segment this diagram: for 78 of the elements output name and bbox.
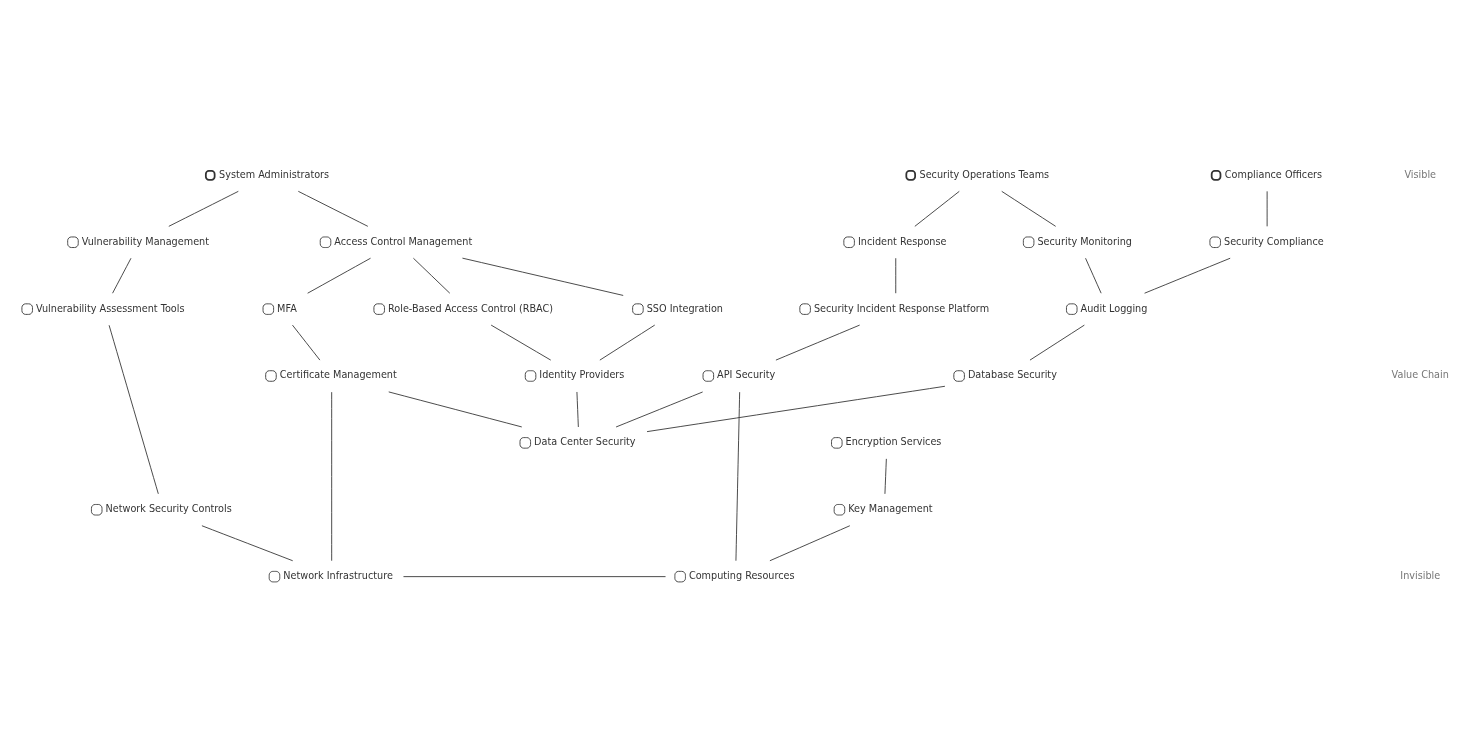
node-circle <box>67 236 79 248</box>
connector <box>490 324 552 361</box>
node-label: Vulnerability Management <box>81 235 210 247</box>
node-label: Certificate Management <box>279 369 397 381</box>
connector <box>412 257 451 294</box>
node-circle <box>519 437 531 449</box>
label: Visible <box>1404 168 1437 180</box>
node-label: MFA <box>277 302 297 314</box>
node-circle <box>953 370 965 382</box>
node-label: Compliance Officers <box>1224 168 1323 180</box>
node-person <box>905 170 916 181</box>
connector <box>884 458 887 495</box>
node-label: Data Center Security <box>534 436 636 448</box>
connector <box>403 576 666 578</box>
connector <box>1144 257 1231 294</box>
connector <box>1085 257 1102 294</box>
node-circle <box>674 570 686 583</box>
node-label: System Administrators <box>219 168 330 180</box>
node-label: Network Security Controls <box>105 503 232 515</box>
node-person <box>204 170 216 181</box>
connector <box>297 190 369 227</box>
node-circle <box>702 370 715 382</box>
node-circle <box>524 370 537 382</box>
node-circle <box>21 303 33 315</box>
node-label: Network Infrastructure <box>283 570 393 582</box>
node-label: Security Operations Teams <box>919 168 1050 180</box>
node-label: Key Management <box>848 503 933 515</box>
label: Value Chain <box>1391 369 1449 381</box>
node-label: Encryption Services <box>845 436 942 448</box>
connector <box>112 257 132 294</box>
node-circle <box>265 370 277 382</box>
node-circle <box>319 236 332 248</box>
node-circle <box>1209 236 1221 248</box>
connector <box>201 525 294 562</box>
node-label: Security Monitoring <box>1037 235 1132 247</box>
node-label: Security Compliance <box>1224 235 1324 247</box>
connector <box>576 391 579 428</box>
connector <box>292 324 321 361</box>
node-label: Database Security <box>967 369 1057 381</box>
node-circle <box>843 236 855 248</box>
node-circle <box>799 303 811 315</box>
node-circle <box>833 504 846 516</box>
node-circle <box>1022 236 1035 248</box>
connector <box>388 391 523 428</box>
node-label: Identity Providers <box>539 369 625 381</box>
node-label: API Security <box>717 369 776 381</box>
connector <box>1029 324 1085 361</box>
connector <box>769 525 851 562</box>
node-circle <box>1066 303 1078 315</box>
node-circle <box>373 303 385 315</box>
node-circle <box>91 504 103 516</box>
node-label: Vulnerability Assessment Tools <box>36 302 185 314</box>
node-label: SSO Integration <box>646 302 723 314</box>
connector <box>331 391 333 562</box>
connector <box>108 324 159 495</box>
connector <box>462 257 624 296</box>
connector <box>895 257 897 294</box>
connector <box>1001 190 1057 227</box>
connector <box>775 324 861 361</box>
node-label: Security Incident Response Platform <box>813 302 990 314</box>
connector <box>307 257 371 294</box>
node-label: Computing Resources <box>688 570 795 582</box>
connector <box>599 324 656 361</box>
node-label: Incident Response <box>857 235 947 247</box>
connector <box>168 190 239 227</box>
node-person <box>1210 170 1222 181</box>
node-label: Access Control Management <box>334 235 473 247</box>
connector <box>615 391 704 428</box>
connector <box>646 385 946 433</box>
connector <box>914 190 960 227</box>
node-circle <box>262 303 275 315</box>
connector <box>735 391 741 562</box>
node-label: Audit Logging <box>1080 302 1148 314</box>
node-circle <box>632 303 644 315</box>
node-circle <box>831 437 843 449</box>
node-circle <box>268 570 281 583</box>
node-label: Role-Based Access Control (RBAC) <box>388 302 554 314</box>
label: Invisible <box>1400 570 1441 582</box>
